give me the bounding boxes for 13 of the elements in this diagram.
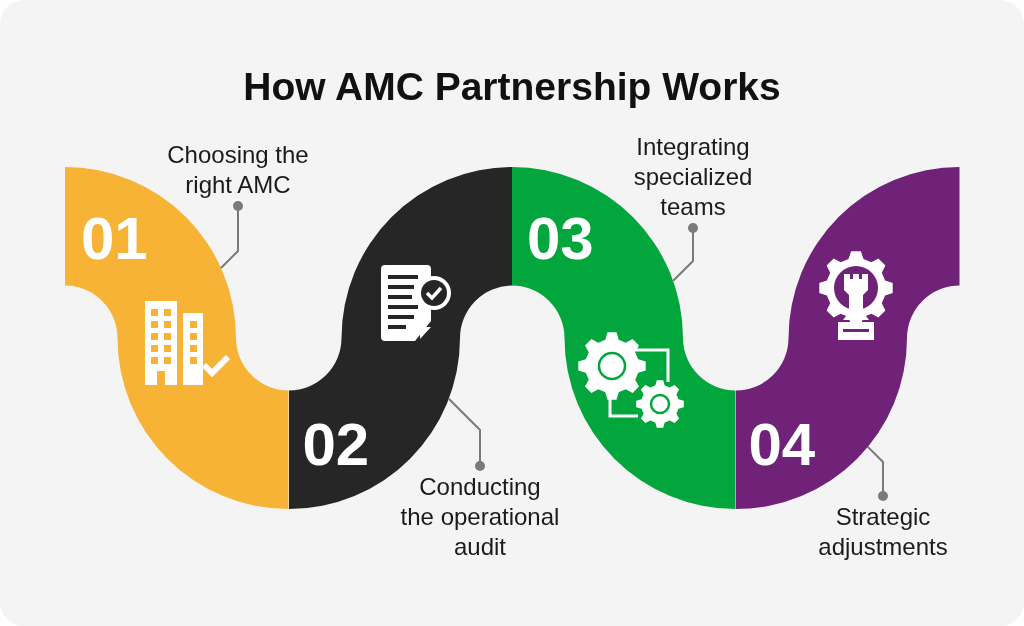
step-number: 03 xyxy=(527,209,594,269)
leader-line xyxy=(220,201,243,269)
title: How AMC Partnership Works xyxy=(243,64,781,110)
step-label: Integrating specialized teams xyxy=(632,132,754,228)
step-label: Strategic adjustments xyxy=(817,496,949,562)
leader-line xyxy=(672,223,698,282)
leader-line xyxy=(447,397,485,471)
step-number: 02 xyxy=(302,415,370,475)
step-number: 01 xyxy=(81,209,148,269)
leader-line xyxy=(866,445,888,501)
step-label: Choosing the right AMC xyxy=(166,140,310,206)
step-number: 04 xyxy=(748,415,816,475)
step-label: Conducting the operational audit xyxy=(399,466,561,562)
